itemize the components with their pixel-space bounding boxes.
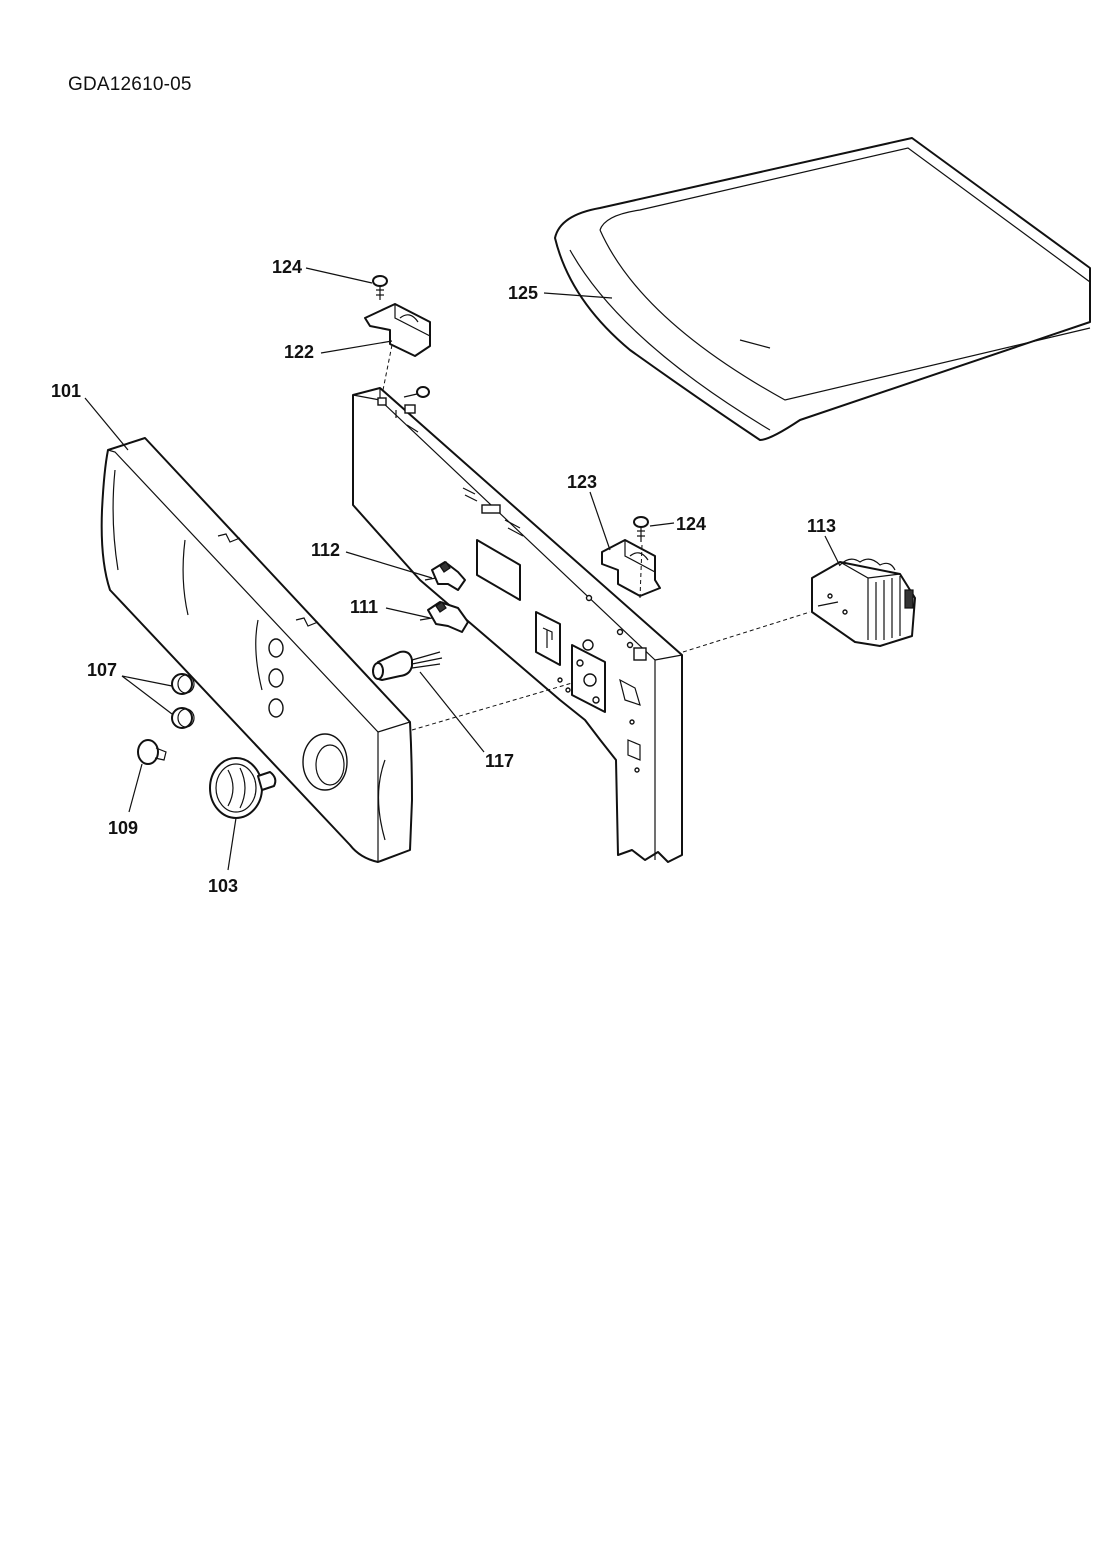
- callout-125: 125: [508, 283, 538, 303]
- part-112-switch: [424, 561, 466, 591]
- control-panel-backing-plate: [352, 387, 683, 863]
- callout-123: 123: [567, 472, 597, 492]
- callout-124-top: 124: [272, 257, 302, 277]
- callout-117: 117: [485, 751, 514, 771]
- callout-103: 103: [208, 876, 238, 896]
- callout-107: 107: [87, 660, 117, 680]
- part-125-top-cover: [554, 137, 1091, 441]
- part-122-bracket: [364, 303, 431, 357]
- document-code: GDA12610-05: [68, 74, 192, 95]
- part-101-front-fascia: [100, 437, 413, 863]
- callout-109: 109: [108, 818, 138, 838]
- part-109-knob: [137, 739, 167, 765]
- callout-122: 122: [284, 342, 314, 362]
- callout-113: 113: [807, 516, 836, 536]
- part-107-push-buttons: [171, 673, 195, 729]
- callout-labels: 124 125 122 101 123 124 113 112 111 107 …: [51, 257, 836, 896]
- part-117-indicator-lamp: [372, 650, 443, 681]
- part-113-timer: [811, 558, 916, 647]
- leader-lines: [84, 267, 841, 871]
- callout-112: 112: [311, 540, 340, 560]
- alignment-lines: [382, 344, 811, 731]
- callout-101: 101: [51, 381, 81, 401]
- part-124-screw-right: [633, 516, 649, 542]
- callout-111: 111: [350, 597, 378, 617]
- screw-fixing-control-panel: [403, 386, 430, 398]
- part-111-switch: [419, 601, 469, 633]
- part-103-programme-knob: [209, 757, 277, 819]
- part-123-bracket: [601, 539, 661, 597]
- callout-124-right: 124: [676, 514, 706, 534]
- part-124-screw-top: [372, 275, 388, 300]
